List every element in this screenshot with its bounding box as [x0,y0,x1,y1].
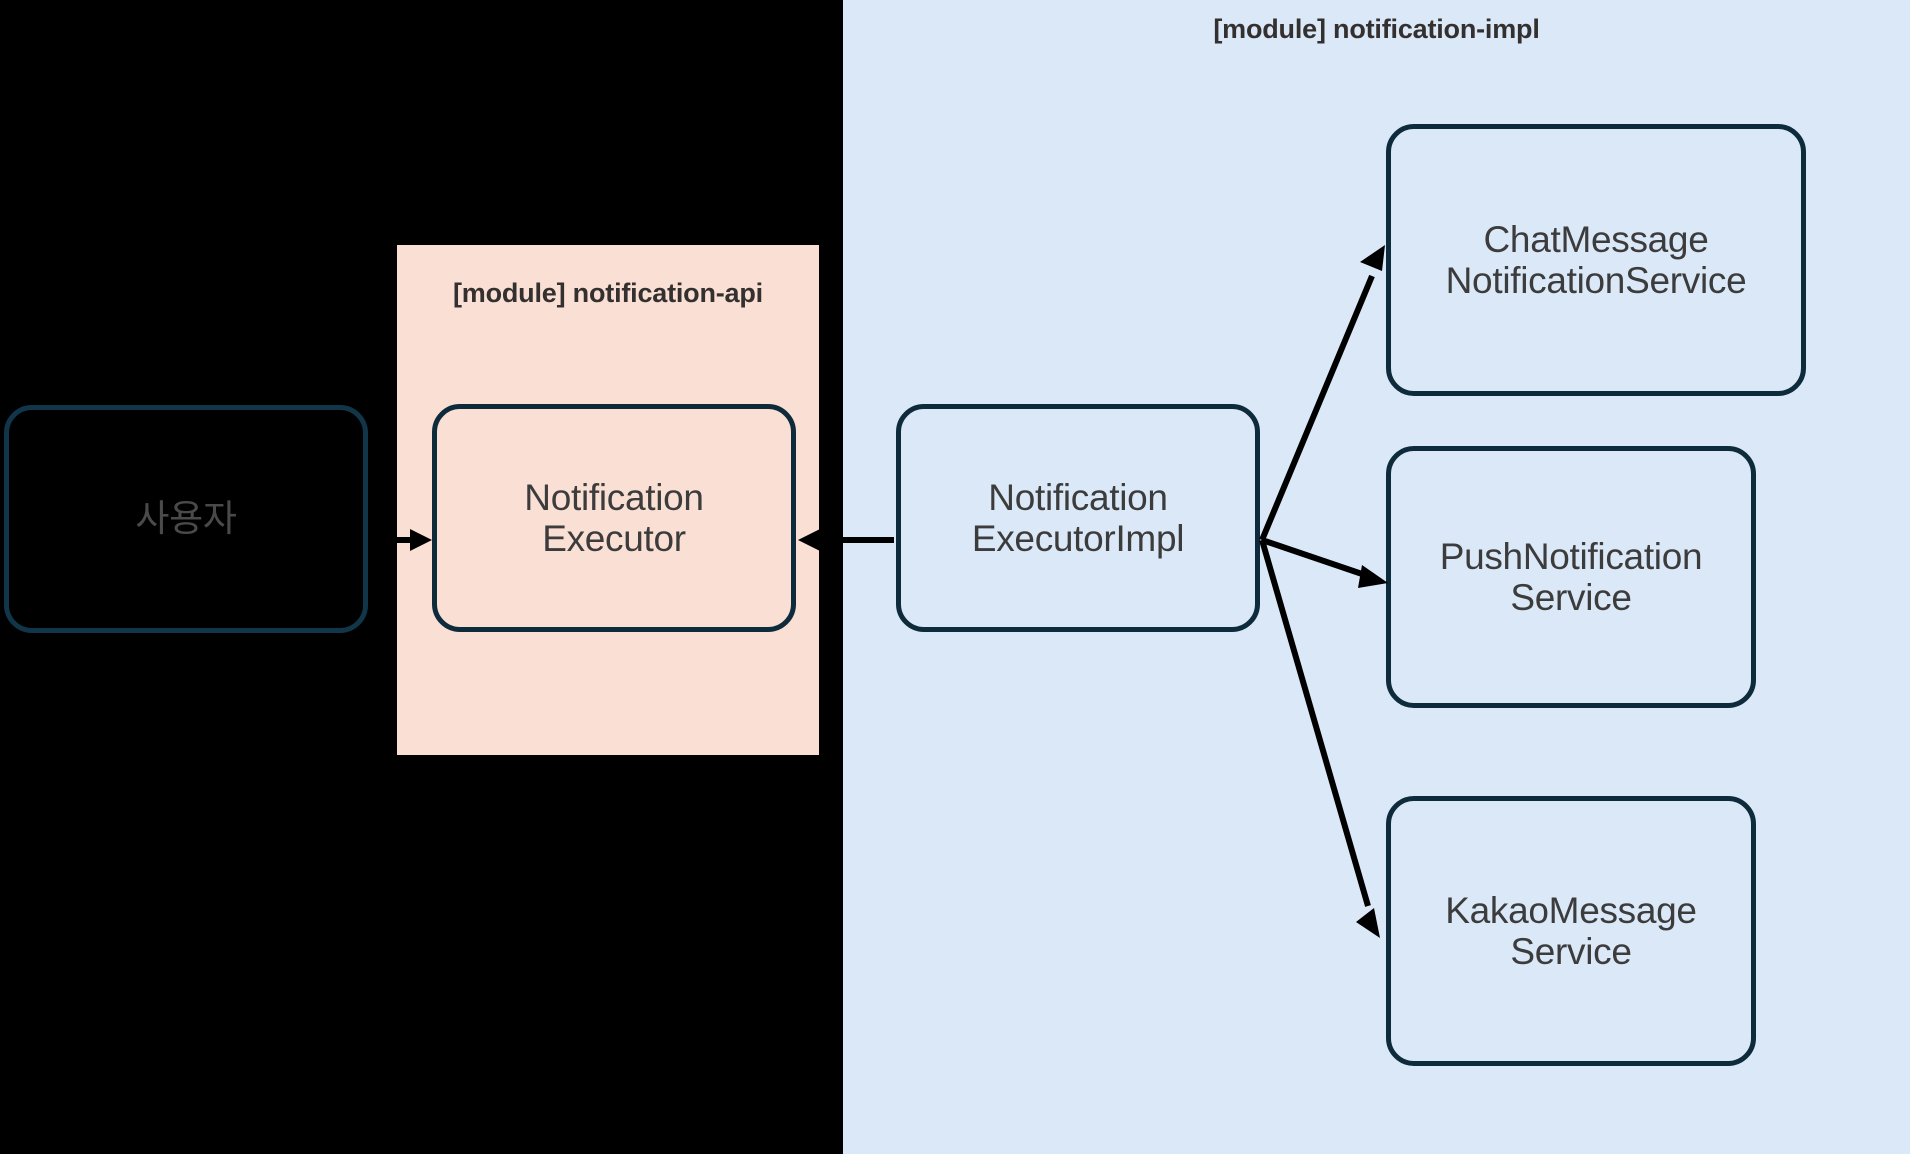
module-title-notification-api: [module] notification-api [453,278,763,308]
node-notification-executor-label-line1: Notification [524,476,704,518]
node-kakao-message-service-label-line1: KakaoMessage [1445,889,1697,931]
node-user-label: 사용자 [135,498,237,540]
node-chat-message-notification-service-label: ChatMessage NotificationService [1436,219,1757,302]
node-chat-message-notification-service[interactable]: ChatMessage NotificationService [1386,124,1806,396]
node-push-notification-service-label-line2: Service [1510,577,1632,618]
node-kakao-message-service-label-line2: Service [1510,931,1632,972]
node-notification-executor-label: Notification Executor [514,477,713,560]
node-chat-message-notification-service-label-line2: NotificationService [1445,260,1747,301]
node-push-notification-service-label-line1: PushNotification [1439,535,1703,577]
node-kakao-message-service[interactable]: KakaoMessage Service [1386,796,1756,1066]
node-notification-executor-impl-label-line2: ExecutorImpl [971,518,1185,559]
node-notification-executor-impl-label-line1: Notification [988,476,1168,518]
node-user[interactable]: 사용자 [4,405,368,633]
node-chat-message-notification-service-label-line1: ChatMessage [1483,218,1709,260]
node-notification-executor-label-line2: Executor [542,518,686,559]
module-title-notification-impl: [module] notification-impl [1213,14,1540,44]
node-notification-executor-impl[interactable]: Notification ExecutorImpl [896,404,1260,632]
node-push-notification-service-label: PushNotification Service [1430,536,1713,619]
node-notification-executor-impl-label: Notification ExecutorImpl [962,477,1194,560]
node-kakao-message-service-label: KakaoMessage Service [1435,890,1706,973]
node-notification-executor[interactable]: Notification Executor [432,404,796,632]
node-push-notification-service[interactable]: PushNotification Service [1386,446,1756,708]
